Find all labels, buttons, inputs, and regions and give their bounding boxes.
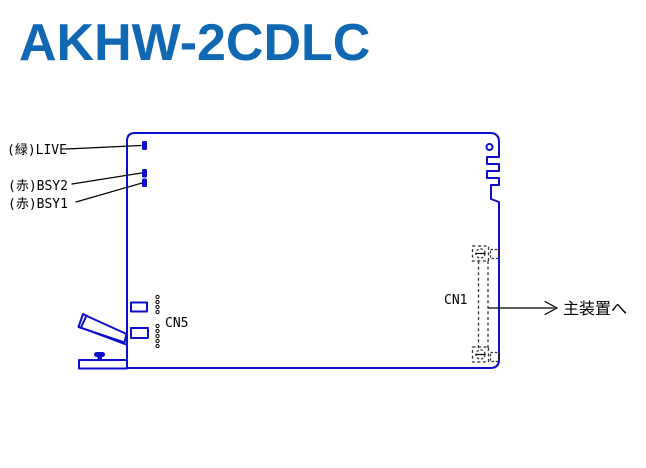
ejector-lever-edge-line [89, 330, 127, 346]
led-bsy2 [142, 169, 147, 178]
label-cn1: CN1 [444, 293, 467, 308]
pin-dot [155, 323, 160, 329]
cn1-top-mount-frame [471, 245, 490, 262]
pin-dot [155, 299, 160, 305]
ejector-lever-head-line [80, 314, 88, 329]
cn1-bottom-mount-frame [471, 346, 490, 363]
cn5-connector-upper [130, 301, 148, 313]
knob-stem [97, 356, 102, 361]
pin-dot [155, 333, 160, 339]
pin-dot [155, 338, 160, 344]
page-title: AKHW-2CDLC [19, 14, 371, 72]
pin-dot [155, 343, 160, 349]
label-led-bsy1: (赤)BSY1 [8, 197, 68, 212]
board-outline [126, 132, 500, 369]
label-to-main-unit: 主装置へ [563, 299, 627, 318]
pin-dot [155, 309, 160, 315]
mounting-hole-icon [485, 143, 494, 151]
faceplate-bar [78, 359, 128, 370]
pin-dot [155, 304, 160, 310]
cn1-bottom-post [489, 351, 500, 363]
cn1-top-post [489, 248, 500, 260]
arrow-head-icon [544, 300, 559, 316]
cn5-connector-lower [130, 327, 149, 339]
label-cn5: CN5 [165, 316, 188, 331]
leader-line-bsy1 [75, 182, 143, 203]
led-bsy1 [142, 178, 147, 187]
cn5-pin-dots [155, 294, 160, 349]
label-led-live: (緑)LIVE [7, 143, 67, 158]
pin-dot [155, 328, 160, 334]
leader-line-bsy2 [71, 172, 143, 185]
knob-icon [94, 352, 105, 357]
pin-dot [155, 294, 160, 300]
led-live [142, 141, 147, 150]
label-led-bsy2: (赤)BSY2 [8, 179, 68, 194]
leader-line-live [65, 144, 142, 150]
